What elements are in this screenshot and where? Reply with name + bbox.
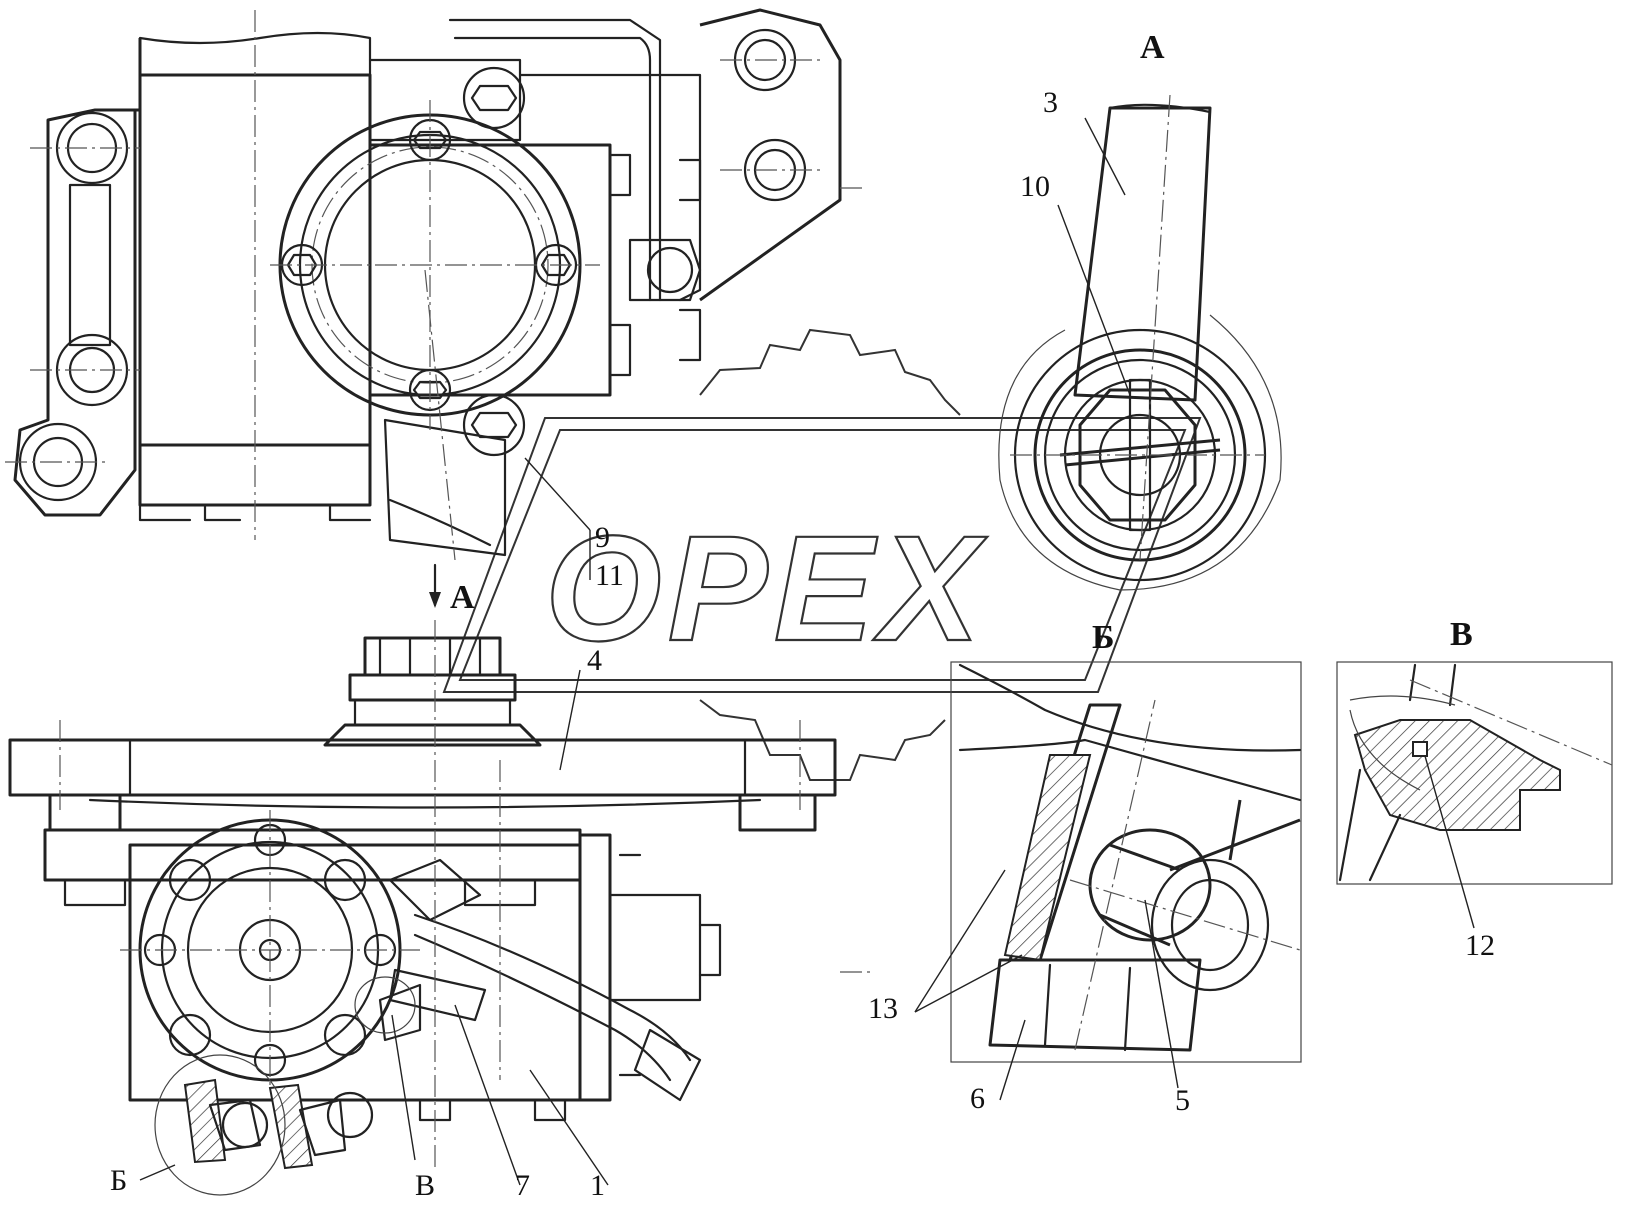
callout-4: 4 <box>587 644 602 677</box>
callout-3: 3 <box>1043 86 1058 119</box>
view-v-detail <box>1336 661 1613 885</box>
callout-9: 9 <box>595 521 610 554</box>
detail-circle-v <box>354 976 416 1034</box>
callout-1: 1 <box>590 1169 605 1202</box>
detail-circle-b <box>154 1054 286 1196</box>
section-arrow-a-label: A <box>450 579 475 616</box>
bottom-view-centerlines <box>59 620 870 1170</box>
watermark-gear <box>442 328 1202 781</box>
watermark-text: OPEX <box>545 504 988 672</box>
view-v-title: В <box>1450 616 1473 653</box>
callout-10: 10 <box>1020 170 1050 203</box>
top-view-housing <box>13 8 842 557</box>
callout-12: 12 <box>1465 929 1495 962</box>
callout-ref-v: В <box>415 1169 435 1202</box>
leader-lines <box>139 117 1475 1186</box>
section-arrow-a <box>429 563 441 608</box>
callout-13: 13 <box>868 992 898 1025</box>
view-a-title: A <box>1140 29 1165 66</box>
callout-ref-b: Б <box>110 1164 127 1197</box>
view-b-title: Б <box>1092 619 1114 656</box>
view-b-detail <box>950 661 1302 1063</box>
callout-5: 5 <box>1175 1084 1190 1117</box>
callout-7: 7 <box>515 1169 530 1202</box>
callout-6: 6 <box>970 1082 985 1115</box>
top-view-centerlines <box>5 10 865 561</box>
callout-11: 11 <box>595 559 624 592</box>
bottom-view-assembly <box>8 636 837 1170</box>
view-a-detail <box>998 94 1282 591</box>
